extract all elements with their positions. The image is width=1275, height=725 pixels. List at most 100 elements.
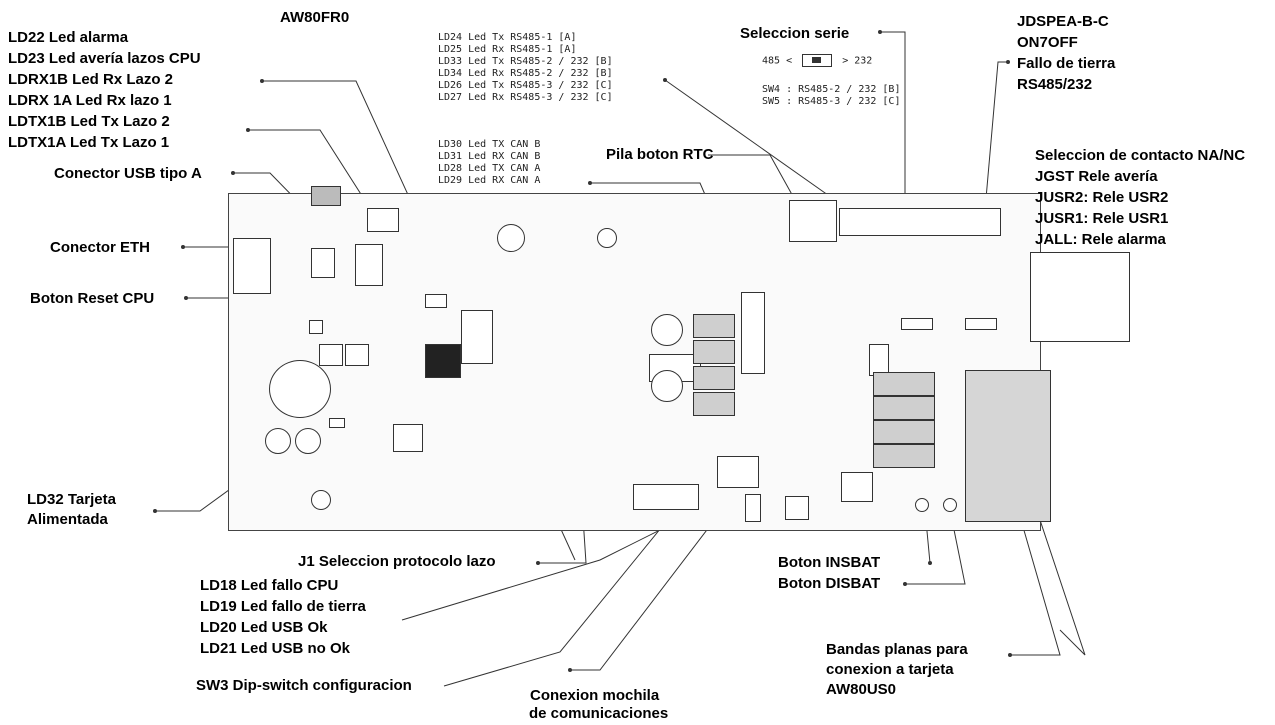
jdspea-stack: JDSPEA-B-C ON7OFF Fallo de tierra RS485/… [1017,11,1115,95]
bandas-line3: AW80US0 [826,681,897,698]
bandas-line1: Bandas planas para [826,641,968,658]
flat-cable-band [965,370,1051,522]
contact-selection-block [1030,252,1130,342]
dip-switch-config [633,484,699,510]
left-led-stack: LD22 Led alarma LD23 Led avería lazos CP… [8,27,201,153]
disbat-button [943,498,957,512]
serie-switch-icon [802,54,833,67]
led-ld22-label: LD22 Led alarma [8,29,129,46]
serie-lt-text: < [786,55,793,67]
jdspea-line1: JDSPEA-B-C [1017,13,1109,30]
component [311,248,335,278]
led-ld23-label: LD23 Led avería lazos CPU [8,50,201,67]
bandas-line2: conexion a tarjeta [826,661,954,678]
can-led-3: LD29 Led RX CAN A [438,175,541,186]
component [311,490,331,510]
contact-line5: JALL: Rele alarma [1035,231,1166,248]
insbat-label: Boton INSBAT [778,554,881,571]
relay [873,396,935,420]
switch [901,318,933,330]
led-ldtx1b-label: LDTX1B Led Tx Lazo 2 [8,113,170,130]
mochila-label-line1: Conexion mochila [530,687,660,704]
jdspea-line4: RS485/232 [1017,76,1093,93]
component [651,314,683,346]
component [295,428,321,454]
component [597,228,617,248]
can-led-0: LD30 Led TX CAN B [438,139,541,150]
can-led-list: LD30 Led TX CAN B LD31 Led RX CAN B LD28… [438,139,540,187]
sw3-label: SW3 Dip-switch configuracion [196,677,412,694]
relay [693,366,735,390]
usb-connector [311,186,341,206]
pila-label: Pila boton RTC [606,146,714,163]
component [785,496,809,520]
sw5-note: SW5 : RS485-3 / 232 [C] [762,96,901,107]
reset-label: Boton Reset CPU [30,290,155,307]
bandas-stack: Bandas planas para conexion a tarjeta AW… [826,640,968,700]
component [425,294,447,308]
component [319,344,343,366]
contact-stack: Seleccion de contacto NA/NC JGST Rele av… [1035,145,1245,250]
rs485-led-2: LD33 Led Tx RS485-2 / 232 [B] [438,56,613,67]
usb-label: Conector USB tipo A [54,165,202,182]
relay [873,420,935,444]
led-group-rs485 [839,208,1001,236]
switch [965,318,997,330]
rs485-led-0: LD24 Led Tx RS485-1 [A] [438,32,577,43]
relay [873,444,935,468]
rs485-led-3: LD34 Led Rx RS485-2 / 232 [B] [438,68,613,79]
ld18-label: LD18 Led fallo CPU [200,577,339,594]
rs485-led-4: LD26 Led Tx RS485-3 / 232 [C] [438,80,613,91]
cpu-chip [425,344,461,378]
component [497,224,525,252]
component [265,428,291,454]
relay [693,392,735,416]
ld20-label: LD20 Led USB Ok [200,619,328,636]
relay [693,340,735,364]
battery-holder [269,360,331,418]
component [355,244,383,286]
component [651,370,683,402]
reset-button [309,320,323,334]
dip-switch-sw3 [717,456,759,488]
component [345,344,369,366]
sw-notes: SW4 : RS485-2 / 232 [B] SW5 : RS485-3 / … [762,84,900,108]
serie-select-diagram: 485 < > 232 [762,54,872,68]
rs485-led-1: LD25 Led Rx RS485-1 [A] [438,44,577,55]
eth-label: Conector ETH [50,239,151,256]
j1-label: J1 Seleccion protocolo lazo [298,553,496,570]
ld21-label: LD21 Led USB no Ok [200,640,351,657]
serie-232-text: > 232 [842,55,873,67]
component [367,208,399,232]
component [393,424,423,452]
eth-connector [233,238,271,294]
component [841,472,873,502]
jdspea-line3: Fallo de tierra [1017,55,1116,72]
ld32-label-line1: LD32 Tarjeta [27,491,116,508]
jdspea-line2: ON7OFF [1017,34,1078,51]
rs485-led-list: LD24 Led Tx RS485-1 [A] LD25 Led Rx RS48… [438,32,613,104]
rtc-battery [789,200,837,242]
ld32-label-line2: Alimentada [27,511,108,528]
led-group-can [741,292,765,374]
contact-line3: JUSR2: Rele USR2 [1035,189,1169,206]
contact-line1: Seleccion de contacto NA/NC [1035,147,1246,164]
mochila-label-line2: de comunicaciones [529,705,669,722]
component [745,494,761,522]
can-led-1: LD31 Led RX CAN B [438,151,541,162]
led-ldrx1a-label: LDRX 1A Led Rx lazo 1 [8,92,172,109]
serie-label: Seleccion serie [740,25,850,42]
relay [873,372,935,396]
circuit-board [228,186,1051,531]
led-ldtx1a-label: LDTX1A Led Tx Lazo 1 [8,134,170,151]
relay [693,314,735,338]
insbat-button [915,498,929,512]
serie-485-text: 485 [762,55,781,67]
contact-line2: JGST Rele avería [1035,168,1158,185]
led-ldrx1b-label: LDRX1B Led Rx Lazo 2 [8,71,174,88]
led-ld32 [329,418,345,428]
board-title: AW80FR0 [280,9,350,26]
led-group-loop [461,310,493,364]
contact-line4: JUSR1: Rele USR1 [1035,210,1169,227]
sw4-note: SW4 : RS485-2 / 232 [B] [762,84,901,95]
